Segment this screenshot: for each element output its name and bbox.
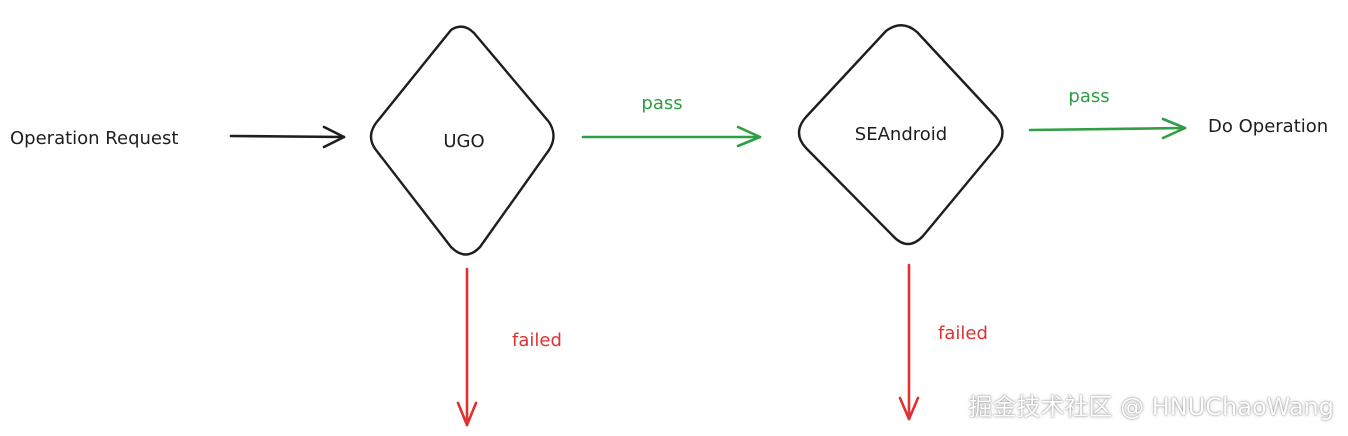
- seandroid-diamond: [797, 24, 1004, 246]
- ugo-diamond: [369, 25, 555, 256]
- arrow-ugo-pass: [581, 125, 762, 148]
- arrow-request-to-ugo: [229, 125, 346, 149]
- do-operation-label: Do Operation: [1208, 116, 1328, 137]
- watermark: 掘金技术社区 @ HNUChaoWang: [968, 393, 1334, 421]
- ugo-decision: UGO: [369, 25, 555, 256]
- seandroid-decision: SEAndroid: [797, 24, 1004, 246]
- ugo-pass-label: pass: [641, 93, 682, 114]
- ugo-failed-label: failed: [512, 330, 562, 351]
- seandroid-failed-label: failed: [938, 323, 988, 344]
- arrow-seandroid-pass: [1028, 117, 1187, 140]
- arrow-ugo-failed: [456, 267, 478, 427]
- ugo-label: UGO: [443, 131, 484, 152]
- arrow-seandroid-failed: [898, 263, 920, 421]
- operation-request-label: Operation Request: [10, 128, 178, 149]
- seandroid-label: SEAndroid: [855, 124, 947, 145]
- seandroid-pass-label: pass: [1068, 86, 1109, 107]
